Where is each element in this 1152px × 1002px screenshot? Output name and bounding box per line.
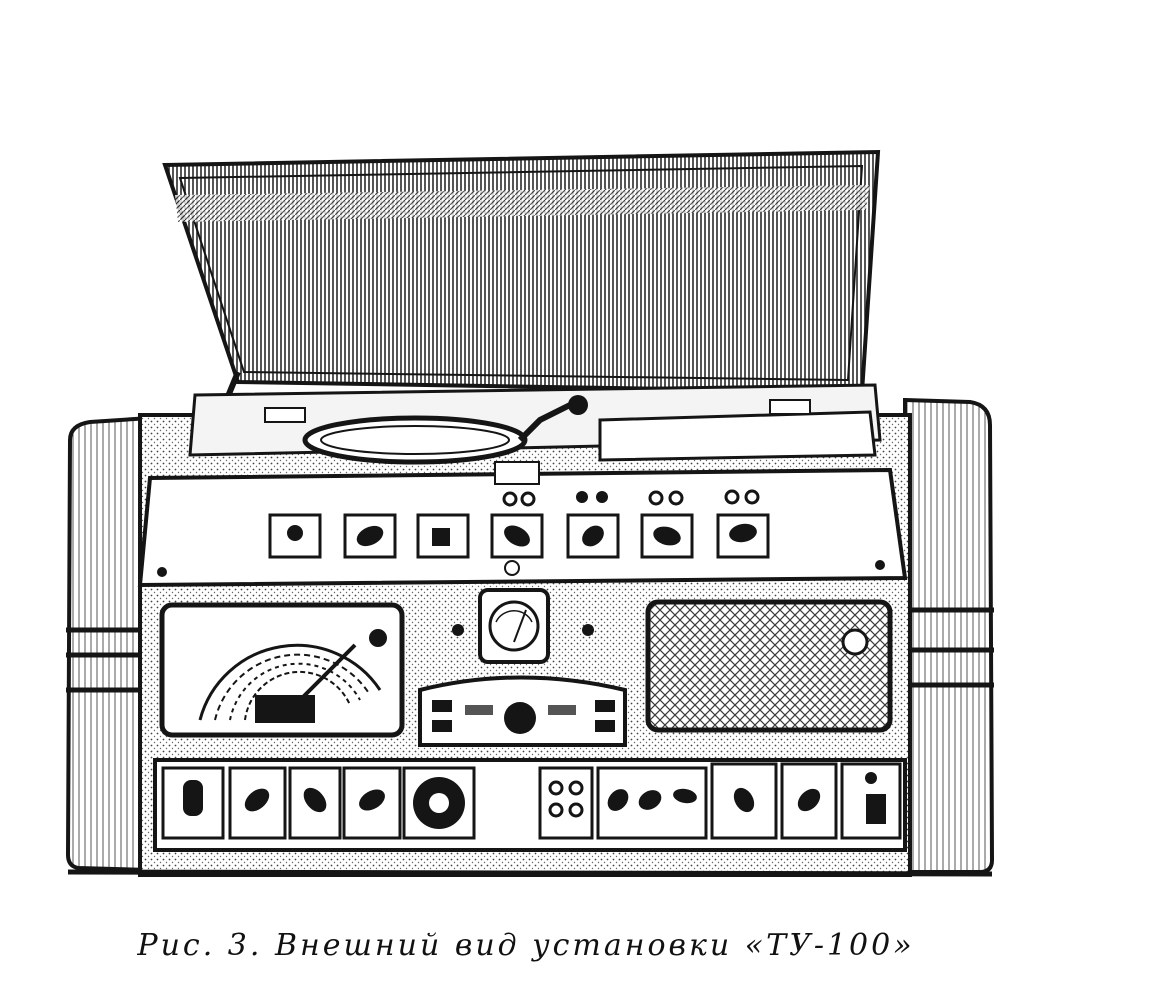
left-side-column <box>65 415 152 873</box>
level-meter <box>478 588 550 664</box>
tone-arm <box>517 397 582 443</box>
bottom-plate-8 <box>710 762 778 840</box>
console-lid <box>162 149 881 395</box>
top-knob-plate-1 <box>268 513 322 559</box>
right-side-column <box>903 397 995 874</box>
bottom-plate-10-switch <box>840 762 902 840</box>
console-base-line <box>67 869 993 877</box>
top-knob-plate-4 <box>490 491 544 559</box>
top-knob-plate-3 <box>416 513 470 559</box>
bottom-plate-5-large-knob <box>402 766 476 840</box>
bottom-plate-2 <box>228 766 287 840</box>
lower-control-panel <box>153 758 907 852</box>
bottom-plate-3 <box>288 766 342 840</box>
bottom-plate-9 <box>780 762 838 840</box>
top-knob-plate-2 <box>343 513 397 559</box>
bottom-plate-7-dual-knob <box>596 766 708 840</box>
top-knob-plate-6 <box>640 490 694 559</box>
top-knob-plate-5 <box>566 491 620 559</box>
central-tuning-cluster <box>418 675 627 747</box>
middle-section <box>159 588 893 747</box>
bottom-plate-6-jacks <box>538 766 594 840</box>
top-knob-plate-7 <box>716 489 770 559</box>
bottom-plate-4 <box>342 766 402 840</box>
upper-control-panel <box>137 461 908 588</box>
figure-caption: Рис. 3. Внешний вид установки «ТУ-100» <box>137 928 915 963</box>
radio-tuning-dial <box>159 602 405 738</box>
speaker-grille <box>645 599 893 733</box>
turntable-platter <box>302 415 528 465</box>
bottom-plate-1 <box>161 766 225 840</box>
